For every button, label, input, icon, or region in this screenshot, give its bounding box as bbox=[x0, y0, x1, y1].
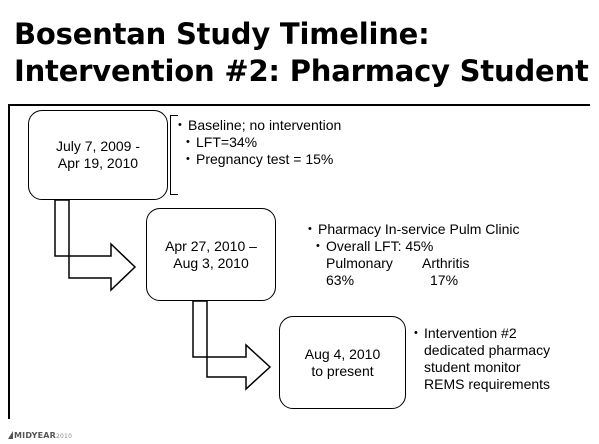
title-divider bbox=[8, 104, 590, 106]
phase-3-line-2: dedicated pharmacy bbox=[424, 342, 551, 358]
logo-mark-icon bbox=[8, 431, 13, 439]
phase-3-date-line-2: to present bbox=[311, 362, 374, 379]
phase-3-line-4: REMS requirements bbox=[424, 376, 551, 392]
phase-2-sub-bullet: Overall LFT: 45% bbox=[326, 238, 434, 254]
phase-1-notes: • Baseline; no intervention • LFT=34% • Pre… bbox=[178, 117, 341, 168]
phase-3-line-3: student monitor bbox=[424, 359, 521, 375]
slide-title: Bosentan Study Timeline: Intervention #2… bbox=[14, 16, 589, 90]
arrow-1 bbox=[54, 199, 137, 292]
phase-1-date-line-1: July 7, 2009 - bbox=[55, 138, 141, 154]
logo-text: MIDYEAR bbox=[14, 431, 57, 440]
phase-2-date-line-1: Apr 27, 2010 – bbox=[165, 237, 257, 254]
bullet-icon: • bbox=[178, 119, 182, 131]
phase-2-notes: • Pharmacy In-service Pulm Clinic • Overal… bbox=[308, 221, 520, 289]
phase-1-date-line-2: Apr 19, 2010 bbox=[57, 155, 139, 171]
phase-2-date-line-2: Aug 3, 2010 bbox=[173, 254, 249, 271]
bullet-icon: • bbox=[414, 327, 418, 339]
midyear-logo: MIDYEAR2010 bbox=[8, 431, 72, 440]
phase-1-sub-bullet-2: Pregnancy test = 15% bbox=[196, 151, 334, 167]
phase-3-notes: • Intervention #2 dedicated pharmacy stud… bbox=[414, 325, 550, 393]
title-line-1: Bosentan Study Timeline: bbox=[14, 17, 430, 51]
arthritis-value: 17% bbox=[430, 272, 459, 288]
left-border-line bbox=[8, 104, 10, 419]
logo-year: 2010 bbox=[56, 433, 73, 440]
pulmonary-label: Pulmonary bbox=[326, 255, 393, 271]
bullet-icon: • bbox=[308, 223, 312, 235]
phase-2-breakdown: Pulmonary Arthritis 63% 17% bbox=[308, 255, 520, 289]
phase-3-date-line-1: Aug 4, 2010 bbox=[304, 345, 381, 362]
arrow-2 bbox=[192, 300, 272, 391]
phase-2-date-box: Apr 27, 2010 – Aug 3, 2010 bbox=[146, 208, 276, 301]
phase-3-date-box: Aug 4, 2010 to present bbox=[279, 316, 406, 409]
phase-1-sub-bullet-1: LFT=34% bbox=[196, 134, 258, 150]
phase-2-bullet: Pharmacy In-service Pulm Clinic bbox=[318, 221, 520, 237]
phase-1-bracket bbox=[170, 115, 178, 195]
bullet-icon: • bbox=[316, 240, 320, 252]
pulmonary-value: 63% bbox=[326, 272, 355, 288]
bullet-icon: • bbox=[186, 153, 190, 165]
title-line-2: Intervention #2: Pharmacy Student bbox=[14, 54, 589, 88]
arthritis-label: Arthritis bbox=[422, 255, 470, 271]
phase-1-bullet: Baseline; no intervention bbox=[188, 117, 342, 133]
phase-1-date-box: July 7, 2009 - Apr 19, 2010 bbox=[28, 110, 168, 200]
phase-3-line-1: Intervention #2 bbox=[424, 325, 517, 341]
bullet-icon: • bbox=[186, 136, 190, 148]
